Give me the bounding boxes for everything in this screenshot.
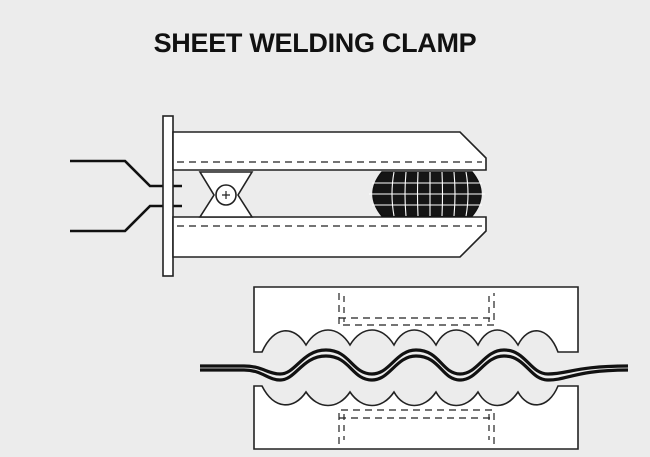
pivot-hinge bbox=[198, 171, 254, 218]
corrugated-sheets bbox=[200, 348, 629, 382]
profile-figure bbox=[200, 286, 629, 450]
clamp-upper-jaw bbox=[172, 131, 487, 171]
clamp-figure bbox=[70, 115, 487, 277]
diagram-title: SHEET WELDING CLAMP bbox=[153, 28, 477, 58]
bellows-actuator bbox=[369, 171, 485, 217]
clamp-back-plate bbox=[162, 115, 174, 277]
clamp-lower-jaw bbox=[172, 216, 487, 258]
upper-profile-jaw bbox=[253, 286, 579, 353]
